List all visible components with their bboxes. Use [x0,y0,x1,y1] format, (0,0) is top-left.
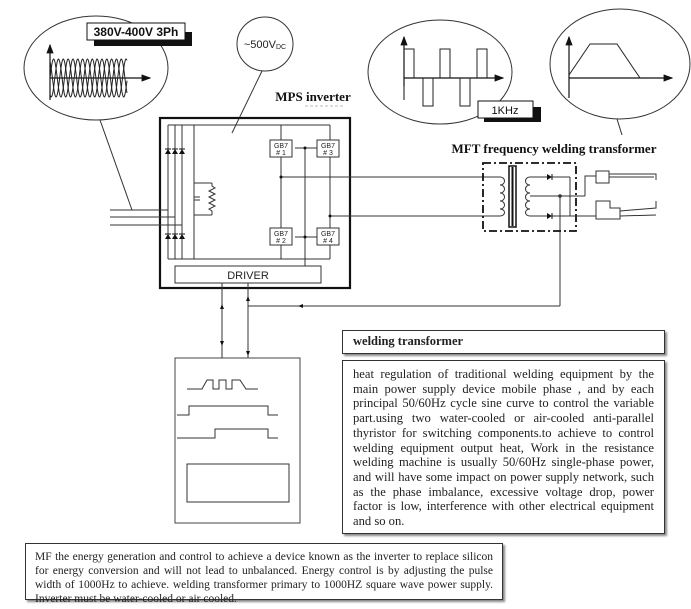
welding-transformer-text: heat regulation of traditional welding e… [353,367,654,529]
mps-inverter-block: GB7 # 1 GB7 # 3 GB7 # 2 GB7 # 4 DRIVER [110,116,485,290]
sine-wave-phase-2 [49,58,128,98]
igbt-3: GB7 # 3 [316,139,340,158]
dc-bus-bubble: ~500VDC [231,16,294,134]
driver-label: DRIVER [227,270,269,282]
svg-text:# 1: # 1 [276,150,286,157]
svg-text:# 3: # 3 [323,150,333,157]
transformer-title: MFT frequency welding transformer [452,141,657,156]
igbt-4: GB7 # 4 [316,227,340,246]
igbt-2: GB7 # 2 [269,227,293,246]
svg-text:# 4: # 4 [323,238,333,245]
inverter-title: MPS inverter [275,89,351,104]
welding-electrodes [584,170,657,220]
mft-transformer [482,162,596,232]
square-wave-bubble: 1KHz [367,19,541,125]
welding-transformer-description: heat regulation of traditional welding e… [342,360,665,534]
supply-voltage-label: 380V-400V 3Ph [94,25,179,39]
controller-block [174,357,301,524]
dc-bus-label: ~500V [244,39,277,51]
welding-transformer-title-box: welding transformer [342,330,665,354]
svg-text:GB7: GB7 [274,231,288,238]
output-pulse-bubble [549,8,691,136]
frequency-label: 1KHz [492,105,519,117]
driver-block: DRIVER [174,265,322,284]
svg-text:GB7: GB7 [321,231,335,238]
igbt-1: GB7 # 1 [269,139,293,158]
rectifier-diodes-bottom [165,233,185,239]
welding-transformer-title: welding transformer [353,334,464,348]
svg-text:~500VDC: ~500VDC [244,39,286,51]
sine-wave-phase-3 [49,58,128,98]
dc-bus-subscript: DC [276,44,286,51]
dc-capacitor [194,182,217,216]
three-phase-sine-waves [49,58,128,98]
three-phase-supply-bubble: 380V-400V 3Ph [23,15,192,211]
svg-text:GB7: GB7 [274,143,288,150]
mf-description-text: MF the energy generation and control to … [35,551,493,605]
mf-description-box: MF the energy generation and control to … [25,543,503,605]
svg-text:# 2: # 2 [276,238,286,245]
rectifier-diodes-top [165,148,185,154]
svg-text:GB7: GB7 [321,143,335,150]
